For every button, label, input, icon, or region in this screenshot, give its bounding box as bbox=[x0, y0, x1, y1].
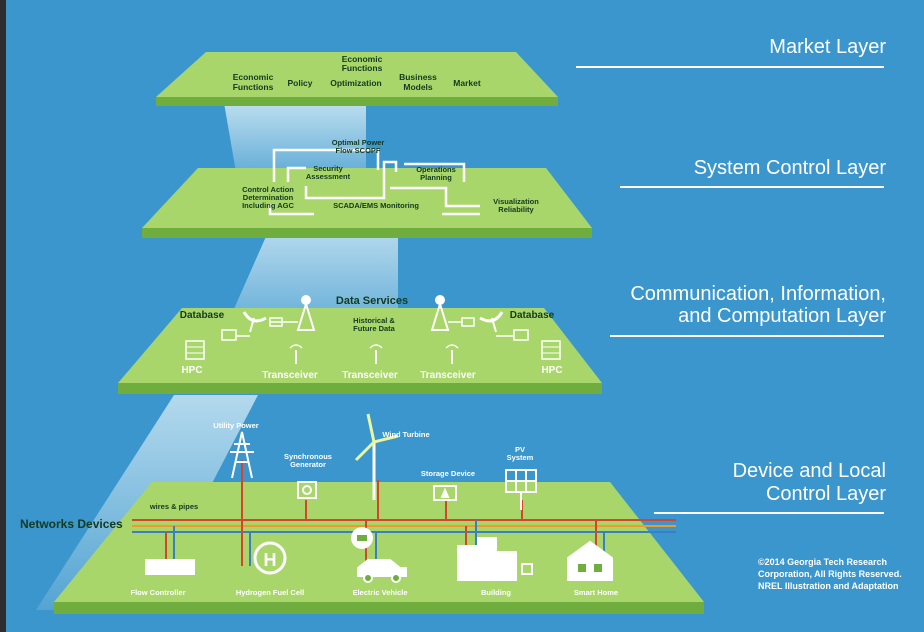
optimization-label: Optimization bbox=[330, 78, 381, 88]
economic-functions-1: Economic bbox=[233, 72, 274, 82]
wind-turbine-label: Wind Turbine bbox=[382, 430, 429, 439]
market-layer-rule bbox=[576, 66, 884, 68]
hpc-right-icon bbox=[541, 340, 561, 360]
diagram-canvas: Economic Functions Economic Functions Po… bbox=[6, 0, 924, 632]
opf-1: Optimal Power bbox=[332, 138, 385, 147]
communication-layer-title-2: and Computation Layer bbox=[678, 305, 886, 327]
electric-vehicle-icon bbox=[357, 559, 407, 583]
business-models-2: Models bbox=[403, 82, 433, 92]
smart-home-label: Smart Home bbox=[574, 588, 618, 597]
control-action-2: Determination bbox=[243, 193, 294, 202]
market-plate bbox=[156, 52, 558, 106]
hpc-left-label: HPC bbox=[181, 365, 202, 376]
visualization-1: Visualization bbox=[493, 197, 539, 206]
storage-device-label: Storage Device bbox=[421, 469, 475, 478]
satellite-dish-left-icon bbox=[242, 311, 267, 333]
copyright-line-2: Corporation, All Rights Reserved. bbox=[758, 569, 902, 579]
flow-controller-icon bbox=[145, 559, 195, 575]
control-action-1: Control Action bbox=[242, 185, 294, 194]
communication-layer-title-1: Communication, Information, bbox=[630, 283, 886, 305]
networks-devices-label: Networks Devices bbox=[20, 517, 123, 531]
smart-home-icon bbox=[567, 540, 613, 581]
system-control-layer-rule bbox=[620, 186, 884, 188]
data-services-label: Data Services bbox=[336, 295, 408, 307]
flow-controller-label: Flow Controller bbox=[131, 588, 186, 597]
system-control-labels: Optimal Power Flow SCOPF Security Assess… bbox=[242, 138, 539, 214]
system-control-flow-lines bbox=[268, 148, 480, 216]
business-models-1: Business bbox=[399, 72, 437, 82]
communication-plate bbox=[118, 308, 602, 394]
scada-label: SCADA/EMS Monitoring bbox=[333, 201, 419, 210]
storage-device-icon bbox=[433, 485, 457, 501]
opf-2: Flow SCOPF bbox=[336, 146, 381, 155]
market-label: Market bbox=[453, 78, 481, 88]
operations-2: Planning bbox=[420, 173, 452, 182]
communication-labels: Data Services Historical & Future Data D… bbox=[180, 295, 563, 381]
device-layer-title-1: Device and Local bbox=[732, 460, 886, 482]
utility-power-label: Utility Power bbox=[213, 421, 259, 430]
historical-1: Historical & bbox=[353, 316, 395, 325]
hpc-left-icon bbox=[185, 340, 205, 360]
economic-functions-2: Functions bbox=[233, 82, 274, 92]
visualization-2: Reliability bbox=[498, 205, 534, 214]
layer-diagram: Economic Functions Economic Functions Po… bbox=[20, 52, 704, 614]
economic-functions-top-2: Functions bbox=[342, 63, 383, 73]
hydrogen-label: Hydrogen Fuel Cell bbox=[236, 588, 304, 597]
transceiver-icon-2 bbox=[369, 344, 383, 364]
copyright-line-1: ©2014 Georgia Tech Research bbox=[758, 557, 888, 567]
device-layer-rule bbox=[654, 512, 884, 514]
communication-layer-rule bbox=[610, 335, 884, 337]
pv-1: PV bbox=[515, 445, 525, 454]
building-icon bbox=[457, 537, 533, 581]
synchronous-generator-icon bbox=[297, 481, 317, 499]
monitor-left-icon bbox=[221, 329, 237, 341]
wires-pipes-label: wires & pipes bbox=[149, 502, 198, 511]
synchronous-1: Synchronous bbox=[284, 452, 332, 461]
system-control-layer-title: System Control Layer bbox=[693, 157, 886, 179]
device-plate bbox=[54, 482, 704, 614]
utility-tower-icon bbox=[230, 431, 254, 479]
device-wires bbox=[132, 460, 676, 566]
device-layer-title-2: Control Layer bbox=[765, 483, 886, 505]
economic-functions-top-1: Economic bbox=[342, 54, 383, 64]
tower-right-icon bbox=[430, 295, 450, 331]
device-labels: Utility Power Wind Turbine Synchronous G… bbox=[131, 421, 619, 597]
synchronous-2: Generator bbox=[290, 460, 326, 469]
hydrogen-fuel-cell-icon bbox=[253, 541, 287, 575]
hpc-right-label: HPC bbox=[541, 365, 562, 376]
control-action-3: Including AGC bbox=[242, 201, 294, 210]
database-right-label: Database bbox=[510, 310, 555, 321]
historical-2: Future Data bbox=[353, 324, 396, 333]
charging-pin-icon bbox=[351, 527, 373, 549]
operations-1: Operations bbox=[416, 165, 456, 174]
policy-label: Policy bbox=[287, 78, 312, 88]
monitor-right-icon bbox=[513, 329, 529, 341]
beam-market-system bbox=[224, 103, 366, 172]
communication-icons bbox=[185, 295, 561, 364]
device-icons bbox=[145, 413, 613, 583]
transceiver-label-1: Transceiver bbox=[262, 370, 318, 381]
transceiver-icon-1 bbox=[289, 344, 303, 364]
copyright-notice: ©2014 Georgia Tech Research Corporation,… bbox=[758, 556, 924, 592]
database-left-label: Database bbox=[180, 310, 225, 321]
h2-symbol: H bbox=[264, 550, 277, 570]
electric-vehicle-label: Electric Vehicle bbox=[352, 588, 407, 597]
market-layer-title: Market Layer bbox=[769, 36, 886, 58]
security-2: Assessment bbox=[306, 172, 351, 181]
satellite-dish-right-icon bbox=[479, 311, 504, 333]
security-1: Security bbox=[313, 164, 343, 173]
building-label: Building bbox=[481, 588, 511, 597]
transceiver-icon-3 bbox=[445, 344, 459, 364]
market-labels: Economic Functions Economic Functions Po… bbox=[233, 54, 481, 92]
transceiver-label-2: Transceiver bbox=[342, 370, 398, 381]
wind-turbine-icon bbox=[354, 413, 399, 500]
copyright-line-3: NREL Illustration and Adaptation bbox=[758, 581, 899, 591]
pv-2: System bbox=[507, 453, 534, 462]
tower-left-icon bbox=[296, 295, 316, 331]
transceiver-label-3: Transceiver bbox=[420, 370, 476, 381]
pv-panel-icon bbox=[505, 469, 537, 510]
